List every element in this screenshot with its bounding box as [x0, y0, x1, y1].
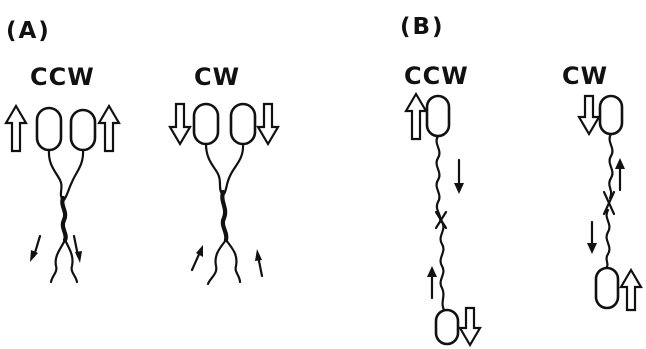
- panel-a-ccw-label: CCW: [30, 63, 95, 91]
- arrowhead: [255, 249, 262, 261]
- panel-b-ccw-label: CCW: [404, 62, 469, 90]
- swim-up-arrow: [619, 267, 643, 312]
- flagellar-bundle: [220, 189, 229, 243]
- arrowhead: [196, 245, 203, 257]
- swim-down-arrow: [577, 94, 601, 137]
- arrowhead: [30, 250, 38, 262]
- bacterium-cell: [35, 106, 63, 152]
- panel-b-label: (B): [400, 14, 445, 40]
- bacterium-cell: [229, 102, 257, 146]
- panel-b-cw-label: CW: [562, 62, 608, 90]
- flagellum: [206, 238, 228, 286]
- swim-down-arrow-right: [256, 102, 280, 147]
- panel-a-cw-label: CW: [194, 63, 240, 91]
- arrowhead: [454, 183, 464, 194]
- bacterium-cell-bottom: [594, 266, 620, 310]
- panel-a-ccw-group: [4, 103, 121, 284]
- flagellum: [63, 238, 79, 284]
- arrowhead: [615, 158, 625, 169]
- flagellum: [224, 238, 242, 284]
- flagellar-bundle: [60, 195, 68, 243]
- wave-direction-arrow: [190, 250, 202, 272]
- flagella-crossing: [602, 190, 616, 216]
- arrowhead: [75, 251, 82, 263]
- arrowhead: [587, 243, 597, 254]
- flagellum: [222, 142, 245, 196]
- panel-b-cw-group: [577, 94, 643, 312]
- flagellum: [604, 208, 611, 270]
- panel-b-ccw-group: [404, 91, 482, 348]
- bacterium-cell-top: [425, 94, 451, 138]
- bacterium-cell: [69, 108, 97, 152]
- flagellum: [608, 132, 614, 200]
- swim-up-arrow: [404, 91, 428, 141]
- flagellum: [435, 134, 442, 224]
- flagella-crossing: [434, 210, 448, 230]
- panel-a-label: (A): [6, 18, 51, 44]
- bacterium-cell: [192, 102, 220, 146]
- arrowhead: [427, 266, 437, 277]
- swim-down-arrow: [458, 306, 482, 348]
- swim-up-arrow-right: [97, 103, 121, 153]
- flagellum: [62, 148, 85, 202]
- flagellum: [204, 142, 224, 196]
- flagellum: [47, 148, 65, 202]
- flagellum: [439, 220, 446, 312]
- swim-up-arrow-left: [4, 103, 28, 153]
- bacterium-cell-bottom: [434, 308, 460, 346]
- bacterium-cell-top: [598, 94, 624, 136]
- panel-a-cw-group: [168, 102, 280, 286]
- swim-down-arrow-left: [168, 102, 192, 147]
- flagellum: [49, 238, 67, 284]
